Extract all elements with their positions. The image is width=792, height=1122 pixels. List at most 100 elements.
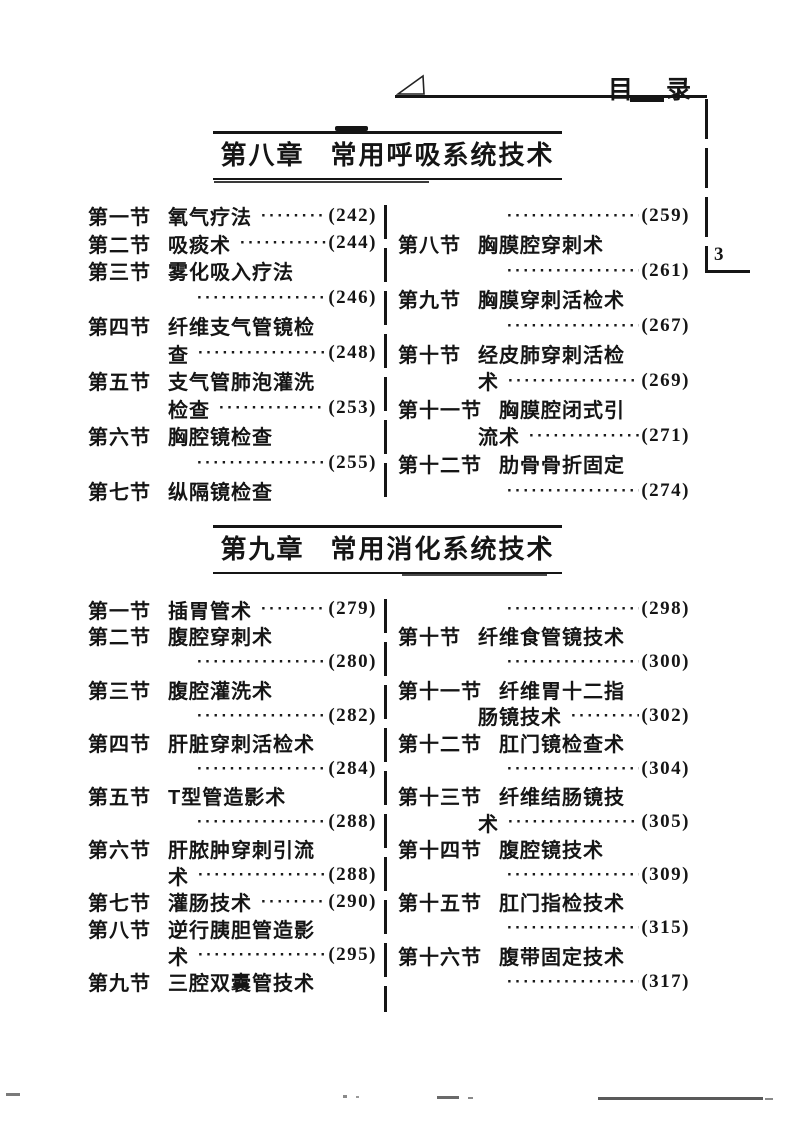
dot-leader: ········································ <box>197 288 326 308</box>
page-ref: (284) <box>328 757 377 779</box>
page-ref: (282) <box>328 704 377 726</box>
section-title: 经皮肺穿刺活检 <box>478 344 625 367</box>
section-title: T型管造影术 <box>168 786 287 809</box>
toc-entry: 第四节纤维支气管镜检 <box>88 312 377 340</box>
dot-leader: ········································ <box>507 315 639 335</box>
page-ref: (295) <box>328 944 377 966</box>
section-label: 第十五节 <box>398 893 482 916</box>
section-label: 第五节 <box>88 786 151 809</box>
page-ref: (290) <box>328 890 377 912</box>
section-label: 第九节 <box>398 289 461 312</box>
page-ref: (267) <box>641 314 690 336</box>
toc-continuation: ········································… <box>88 702 377 729</box>
section-label: 第十三节 <box>398 786 482 809</box>
toc-continuation: ········································… <box>88 809 377 836</box>
toc-entry: 第十二节肛门镜检查术 <box>398 729 690 756</box>
section-label: 第二节 <box>88 234 151 257</box>
dot-leader: ········································ <box>197 652 326 672</box>
toc-continuation: 术·······································… <box>88 942 377 969</box>
toc-entry: 第十一节纤维胃十二指 <box>398 676 690 703</box>
dot-leader: ········································ <box>507 205 639 225</box>
page-ref: (309) <box>641 864 690 886</box>
section-label: 第六节 <box>88 427 151 450</box>
toc-entry: 第一节插胃管术·································… <box>88 596 377 623</box>
toc-continuation: 肠镜技术····································… <box>398 702 690 730</box>
section-label: 第十节 <box>398 627 461 650</box>
chapter-name: 常用消化系统技术 <box>330 533 555 564</box>
chapter-number: 第八章 <box>220 139 305 170</box>
toc-continuation: 流术······································… <box>398 422 690 450</box>
page-ref: (242) <box>328 204 377 226</box>
section-title: 纤维胃十二指 <box>499 680 625 703</box>
toc-entry: 第八节胸膜腔穿刺术 <box>398 230 690 258</box>
toc-continuation: 检查······································… <box>88 395 377 423</box>
dot-leader: ········································ <box>507 865 639 885</box>
toc-entry: 第七节灌肠技术·································… <box>88 889 377 916</box>
scan-artifact <box>598 1097 763 1100</box>
column-divider-rule <box>384 599 387 1012</box>
section-label: 第四节 <box>88 317 151 340</box>
toc-entry: 第五节支气管肺泡灌洗 <box>88 367 377 395</box>
toc-entry: 第七节纵隔镜检查 <box>88 477 377 505</box>
page-ref: (288) <box>328 811 377 833</box>
scan-artifact <box>335 126 368 131</box>
page-ref: (244) <box>328 232 377 254</box>
dot-leader: ········································ <box>261 599 327 619</box>
section-title: 肝脓肿穿刺引流 <box>168 840 315 863</box>
page-ref: (271) <box>641 424 690 446</box>
running-head-rule <box>395 95 707 98</box>
scan-artifact <box>356 1096 359 1098</box>
toc-column-right: ········································… <box>398 596 690 995</box>
section-title: 术 <box>478 372 499 395</box>
page-ref: (269) <box>641 369 690 391</box>
section-label: 第十四节 <box>398 840 482 863</box>
section-label: 第五节 <box>88 372 151 395</box>
section-title: 肛门指检技术 <box>499 893 625 916</box>
toc-continuation: ········································… <box>88 649 377 676</box>
toc-continuation: ········································… <box>398 756 690 783</box>
chapter-name: 常用呼吸系统技术 <box>330 139 555 170</box>
toc-column-left: 第一节插胃管术·································… <box>88 596 377 995</box>
section-title: 三腔双囊管技术 <box>168 973 315 996</box>
toc-entry: 第十节经皮肺穿刺活检 <box>398 340 690 368</box>
toc-entry: 第四节肝脏穿刺活检术 <box>88 729 377 756</box>
page-ref: (304) <box>641 757 690 779</box>
dot-leader: ········································ <box>261 891 327 911</box>
section-label: 第九节 <box>88 973 151 996</box>
dot-leader: ········································ <box>261 205 327 225</box>
section-title: 纵隔镜检查 <box>168 482 273 505</box>
toc-continuation: ········································… <box>88 285 377 313</box>
section-label: 第十二节 <box>398 733 482 756</box>
dot-leader: ········································ <box>529 425 639 445</box>
margin-vertical-rule <box>705 99 708 257</box>
scan-artifact <box>343 1095 347 1098</box>
section-title: 胸膜穿刺活检术 <box>478 289 625 312</box>
section-title: 术 <box>168 866 189 889</box>
section-title: 肝脏穿刺活检术 <box>168 733 315 756</box>
dot-leader: ········································ <box>197 705 326 725</box>
toc-column-right: ········································… <box>398 202 690 505</box>
toc-continuation: 术·······································… <box>398 367 690 395</box>
toc-continuation: ········································… <box>88 450 377 478</box>
chapter-title: 第八章常用呼吸系统技术 <box>213 134 562 178</box>
section-label: 第八节 <box>398 234 461 257</box>
toc-continuation: ········································… <box>398 312 690 340</box>
section-title: 吸痰术 <box>168 234 231 257</box>
section-label: 第四节 <box>88 733 151 756</box>
dot-leader: ········································ <box>197 758 326 778</box>
section-title: 雾化吸入疗法 <box>168 262 294 285</box>
toc-continuation: ········································… <box>398 477 690 505</box>
dot-leader: ········································ <box>197 453 326 473</box>
dot-leader: ········································ <box>197 812 326 832</box>
scan-artifact <box>468 1097 473 1099</box>
dot-leader: ········································ <box>198 343 326 363</box>
dot-leader: ········································ <box>507 652 639 672</box>
section-title: 腹带固定技术 <box>499 946 625 969</box>
page-ref: (315) <box>641 917 690 939</box>
dot-leader: ········································ <box>508 812 639 832</box>
page-ref: (255) <box>328 452 377 474</box>
page-ref: (305) <box>641 811 690 833</box>
section-title: 术 <box>478 813 499 836</box>
toc-entry: 第九节三腔双囊管技术 <box>88 968 377 995</box>
section-label: 第十一节 <box>398 399 482 422</box>
